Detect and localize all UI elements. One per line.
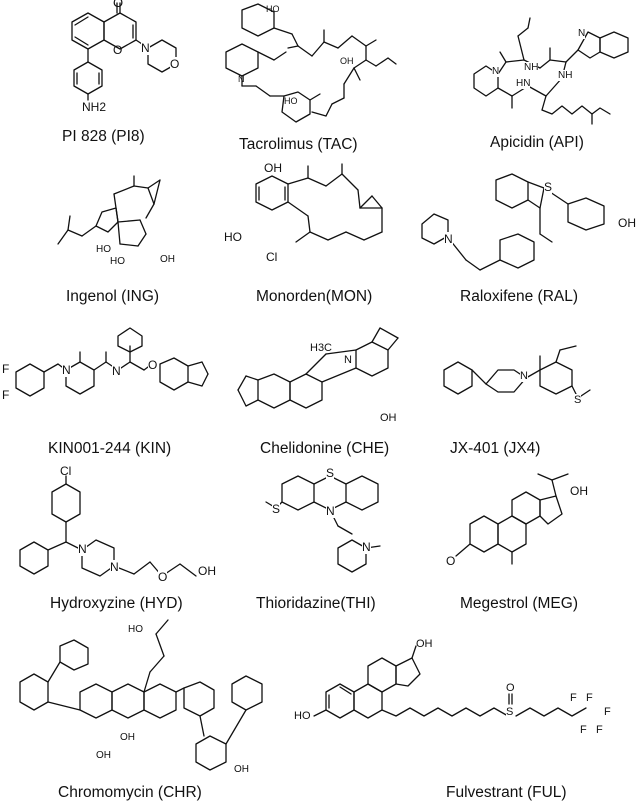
kin001-244-structure-drawing — [15, 327, 209, 397]
compound-label-raloxifene: Raloxifene (RAL) — [460, 288, 579, 305]
tacrolimus-structure-drawing — [225, 3, 397, 123]
atom-label-amide-nh-2: NH — [558, 70, 573, 81]
atom-label-nitrogen: N — [492, 66, 500, 77]
atom-label-phenol-hydroxyl: HO — [294, 710, 311, 722]
atom-label-nitrogen: N — [344, 354, 352, 366]
ingenol-structure-drawing — [57, 175, 161, 247]
atom-label-sulfur-methylthio: S — [272, 502, 281, 516]
chelidonine-structure-drawing — [237, 327, 399, 409]
atom-label-hydroxyl: OH — [570, 484, 588, 498]
atom-label-sulfur: S — [544, 180, 553, 194]
compound-monorden: OH HO Cl Monorden(MON) — [210, 160, 420, 320]
atom-label-ring-oxygen: O — [113, 43, 123, 57]
atom-label-hydroxyl-phenol: OH — [120, 732, 135, 743]
atom-label-fluorine-5: F — [596, 724, 603, 736]
atom-label-nitrogen: N — [326, 504, 335, 518]
atom-label-hydroxyl-2: HO — [224, 230, 242, 244]
compound-tacrolimus: HO N OH HO Tacrolimus (TAC) — [220, 0, 420, 160]
atom-label-nitrogen-2: N — [110, 560, 119, 574]
atom-label-indole-nitrogen: N — [578, 28, 586, 39]
atom-label-fluorine-2: F — [2, 388, 10, 402]
atom-label-sulfoxide-oxygen: O — [506, 682, 515, 694]
compound-label-monorden: Monorden(MON) — [256, 288, 373, 305]
atom-label-nitrogen: N — [444, 232, 453, 246]
atom-label-ether-oxygen: O — [158, 570, 168, 584]
atom-label-hydroxyl: OH — [198, 564, 216, 578]
atom-label-hydroxyl: HO — [266, 4, 280, 14]
compound-jx-401: N S JX-401 (JX4) — [440, 320, 638, 460]
atom-label-ether-oxygen: O — [148, 358, 158, 372]
compound-hydroxyzine: Cl N N O OH Hydroxyzine (HYD) — [0, 460, 230, 620]
compound-thioridazine: S S N N Thioridazine(THI) — [220, 460, 420, 620]
atom-label-hydroxyl: OH — [380, 412, 397, 424]
atom-label-hydroxyl-3: HO — [284, 96, 298, 106]
compound-chromomycin: HO OH OH OH Chromomycin (CHR) — [0, 612, 300, 805]
monorden-structure-drawing — [255, 163, 383, 243]
atom-label-amine: NH2 — [82, 100, 107, 114]
atom-label-hydroxyl-side-chain: HO — [128, 624, 143, 635]
atom-label-nitrogen: N — [238, 74, 245, 84]
atom-label-hydroxyl-2: HO — [110, 256, 125, 267]
atom-label-oxygen: O — [113, 0, 124, 10]
compound-apicidin: N NH NH HN N Apicidin (API) — [428, 0, 638, 160]
atom-label-nitrogen: N — [78, 542, 87, 556]
compound-chelidonine: H3C N OH Chelidonine (CHE) — [222, 320, 422, 460]
compound-megestrol: O OH Megestrol (MEG) — [420, 460, 638, 620]
atom-label-pyridone-nitrogen: N — [62, 363, 71, 377]
atom-label-fluorine: F — [570, 692, 577, 704]
thioridazine-structure-drawing — [265, 475, 381, 573]
compound-label-megestrol: Megestrol (MEG) — [460, 595, 578, 612]
atom-label-hydroxyl-phenol-2: OH — [96, 750, 111, 761]
atom-label-fluorine-4: F — [580, 724, 587, 736]
atom-label-sulfur: S — [574, 394, 582, 406]
compound-label-hydroxyzine: Hydroxyzine (HYD) — [50, 595, 183, 612]
atom-label-piperidine-nitrogen: N — [362, 540, 371, 554]
atom-label-fluorine-3: F — [604, 706, 611, 718]
atom-label-hydroxyl-3: OH — [160, 254, 175, 265]
compound-label-jx-401: JX-401 (JX4) — [450, 440, 541, 457]
compound-label-apicidin: Apicidin (API) — [490, 134, 584, 151]
apicidin-structure-drawing — [473, 17, 629, 125]
atom-label-fluorine: F — [2, 362, 10, 376]
compound-label-pi828: PI 828 (PI8) — [62, 128, 145, 145]
compound-label-ingenol: Ingenol (ING) — [66, 288, 160, 305]
atom-label-chlorine: Cl — [60, 464, 72, 478]
compound-pi828: O O N O NH2 PI 828 (PI8) — [20, 0, 200, 160]
compound-label-kin001-244: KIN001-244 (KIN) — [48, 440, 172, 457]
raloxifene-structure-drawing — [421, 173, 605, 271]
atom-label-nitrogen: N — [141, 41, 150, 55]
compound-label-fulvestrant: Fulvestrant (FUL) — [446, 784, 567, 801]
compound-raloxifene: S OH N Raloxifene (RAL) — [420, 160, 638, 320]
compound-ingenol: HO HO OH Ingenol (ING) — [30, 160, 220, 320]
compound-label-chromomycin: Chromomycin (CHR) — [58, 784, 202, 801]
chromomycin-structure-drawing — [19, 619, 263, 771]
atom-label-nitrogen: N — [520, 370, 528, 382]
jx-401-structure-drawing — [443, 345, 591, 399]
atom-label-amide-nitrogen: N — [112, 364, 121, 378]
atom-label-fluorine-2: F — [586, 692, 593, 704]
atom-label-amide-nh: NH — [524, 62, 539, 73]
atom-label-sulfur: S — [506, 706, 514, 718]
atom-label-sulfur-ring: S — [326, 466, 335, 480]
atom-label-n-methyl: H3C — [310, 342, 333, 354]
atom-label-hydroxyl-2: OH — [340, 56, 354, 66]
compound-label-chelidonine: Chelidonine (CHE) — [260, 440, 390, 457]
atom-label-hydroxyl-17: OH — [416, 638, 433, 650]
atom-label-hydroxyl: OH — [264, 161, 282, 175]
atom-label-morpholine-oxygen: O — [170, 57, 180, 71]
atom-label-chlorine: Cl — [266, 250, 278, 264]
atom-label-amide-hn: HN — [516, 78, 531, 89]
megestrol-structure-drawing — [455, 473, 569, 565]
compound-fulvestrant: OH HO O S F F F F F Fulvestrant (FUL) — [290, 620, 638, 805]
atom-label-ketone-oxygen: O — [446, 554, 456, 568]
compound-kin001-244: F F N N O KIN001-244 (KIN) — [0, 320, 222, 460]
atom-label-hydroxyl: HO — [96, 244, 111, 255]
compound-label-tacrolimus: Tacrolimus (TAC) — [239, 136, 358, 153]
compound-label-thioridazine: Thioridazine(THI) — [256, 595, 376, 612]
fulvestrant-structure-drawing — [313, 645, 587, 719]
atom-label-phenol-oh: OH — [618, 216, 636, 230]
atom-label-hydroxyl-sugar: OH — [234, 764, 249, 775]
